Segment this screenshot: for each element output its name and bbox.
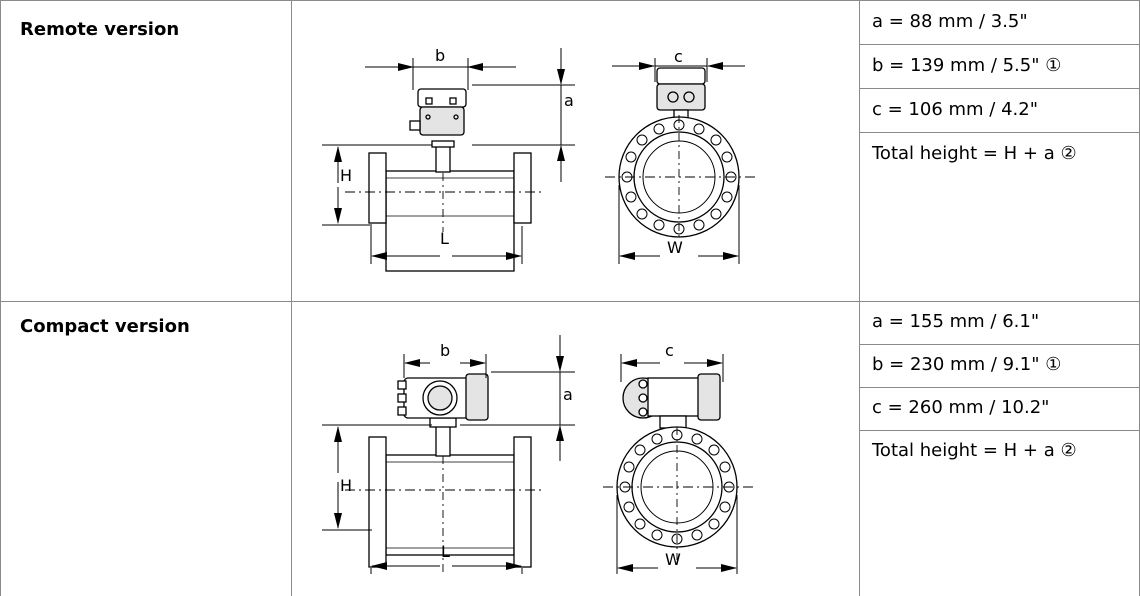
dim-label-h: H bbox=[340, 476, 352, 495]
dim-label-c: c bbox=[665, 341, 674, 360]
value-divider bbox=[859, 344, 1140, 345]
row-label-compact: Compact version bbox=[20, 316, 190, 337]
value-a: a = 155 mm / 6.1" bbox=[872, 311, 1040, 332]
column-divider-2 bbox=[859, 0, 860, 596]
dim-label-w: W bbox=[667, 238, 683, 257]
dim-label-h: H bbox=[340, 166, 352, 185]
row-divider bbox=[0, 301, 1140, 302]
dim-label-b: b bbox=[440, 341, 450, 360]
value-divider bbox=[859, 44, 1140, 45]
value-a: a = 88 mm / 3.5" bbox=[872, 11, 1028, 32]
remote-front-dimensions bbox=[612, 58, 745, 264]
dim-label-l: L bbox=[441, 542, 450, 561]
value-divider bbox=[859, 132, 1140, 133]
value-total-height: Total height = H + a ② bbox=[872, 143, 1077, 164]
value-divider bbox=[859, 430, 1140, 431]
compact-front-view bbox=[603, 373, 753, 560]
dim-label-c: c bbox=[674, 47, 683, 66]
remote-side-view bbox=[345, 88, 545, 272]
remote-side-dimensions bbox=[322, 48, 575, 264]
value-b: b = 139 mm / 5.5" ① bbox=[872, 55, 1062, 76]
table-border-left bbox=[0, 0, 1, 596]
row-label-remote: Remote version bbox=[20, 19, 180, 40]
value-divider bbox=[859, 88, 1140, 89]
table-border-top bbox=[0, 0, 1140, 1]
remote-front-view bbox=[605, 67, 755, 240]
column-divider-1 bbox=[291, 0, 292, 596]
value-divider bbox=[859, 387, 1140, 388]
dim-label-a: a bbox=[564, 91, 574, 110]
value-c: c = 106 mm / 4.2" bbox=[872, 99, 1038, 120]
value-total-height: Total height = H + a ② bbox=[872, 440, 1077, 461]
dim-label-b: b bbox=[435, 46, 445, 65]
compact-front-dimensions bbox=[616, 354, 738, 574]
value-b: b = 230 mm / 9.1" ① bbox=[872, 354, 1062, 375]
dim-label-w: W bbox=[665, 550, 681, 569]
dim-label-l: L bbox=[440, 229, 449, 248]
compact-side-dimensions bbox=[322, 335, 575, 574]
compact-side-view bbox=[345, 373, 545, 575]
value-c: c = 260 mm / 10.2" bbox=[872, 397, 1050, 418]
dim-label-a: a bbox=[563, 385, 573, 404]
